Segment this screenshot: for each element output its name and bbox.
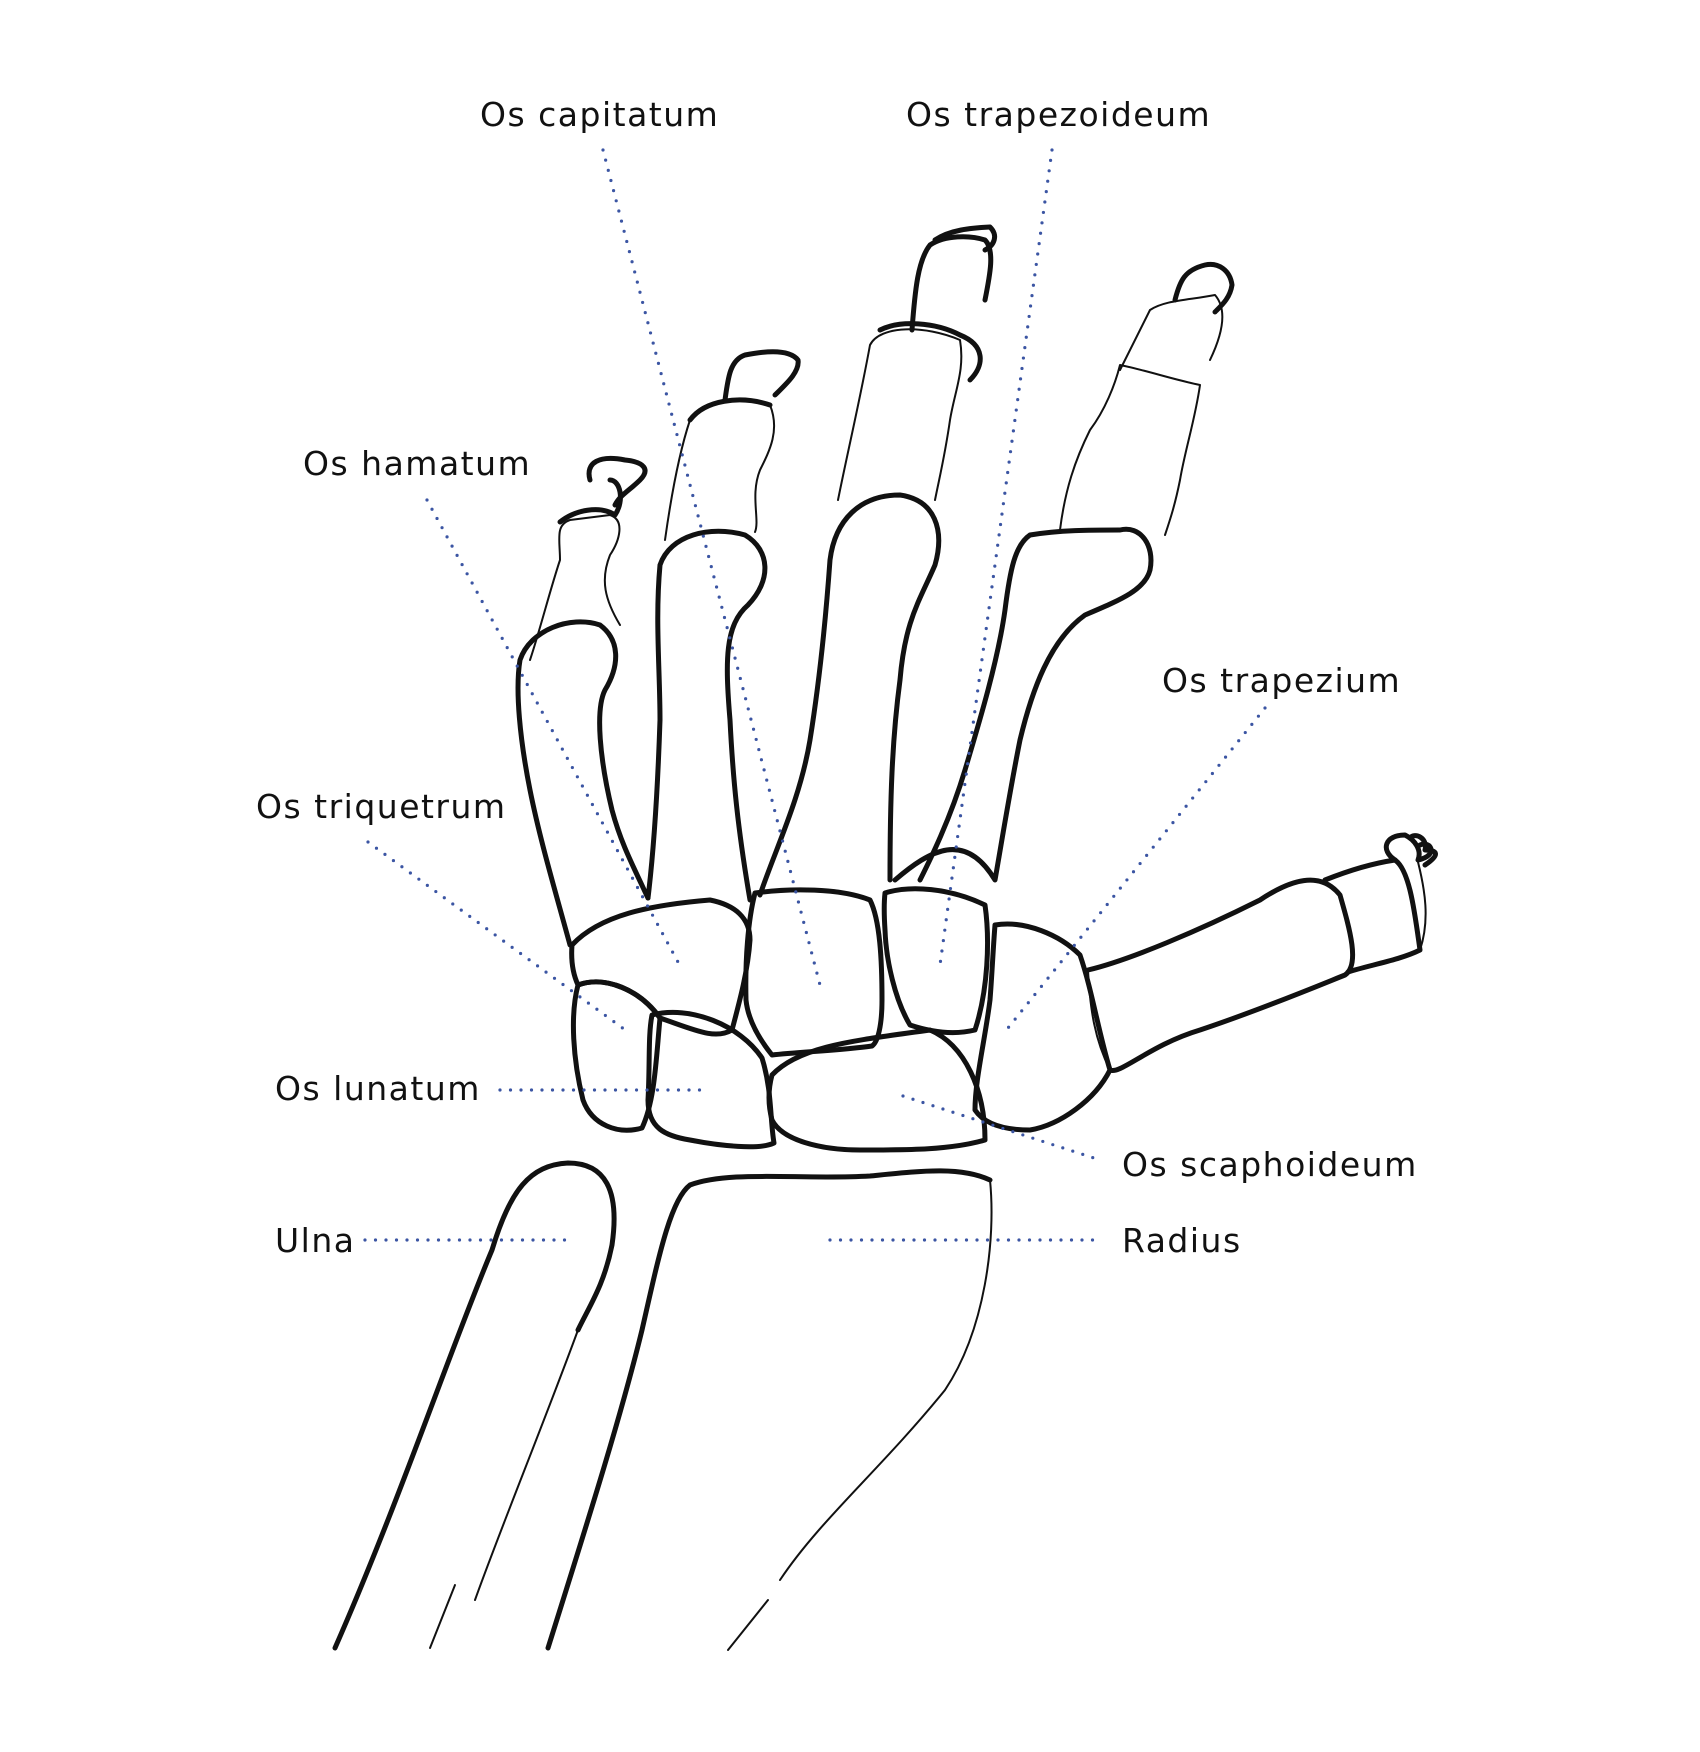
label-trapezium: Os trapezium xyxy=(1162,661,1401,700)
label-scaphoideum: Os scaphoideum xyxy=(1122,1145,1418,1184)
label-trapezoideum: Os trapezoideum xyxy=(906,95,1211,134)
thumb-bones xyxy=(1085,832,1438,1074)
hamatum-bone xyxy=(569,897,753,1037)
hand-bones xyxy=(332,224,1438,1651)
capitatum-bone xyxy=(743,887,885,1058)
scaphoideum-bone xyxy=(766,1027,988,1153)
ulna-bone xyxy=(332,1160,617,1651)
index-finger-bones xyxy=(892,261,1235,883)
label-radius: Radius xyxy=(1122,1221,1242,1260)
leader-capitatum xyxy=(601,148,822,987)
leader-scaphoideum xyxy=(901,1094,1102,1162)
label-capitatum: Os capitatum xyxy=(480,95,719,134)
label-lunatum: Os lunatum xyxy=(275,1069,481,1108)
middle-finger-bones xyxy=(757,224,998,898)
leader-trapezoideum xyxy=(938,148,1054,967)
leader-hamatum xyxy=(425,498,680,964)
labels: Os capitatum Os trapezoideum Os hamatum … xyxy=(256,95,1418,1260)
trapezoideum-bone xyxy=(881,886,991,1035)
radius-bone xyxy=(545,1168,993,1651)
leader-triquetrum xyxy=(366,840,630,1034)
leader-trapezium xyxy=(1006,706,1267,1030)
trapezium-bone xyxy=(972,921,1113,1133)
ring-finger-bones xyxy=(645,349,801,903)
label-ulna: Ulna xyxy=(275,1221,355,1260)
label-hamatum: Os hamatum xyxy=(303,444,531,483)
label-triquetrum: Os triquetrum xyxy=(256,787,507,826)
little-finger-bones xyxy=(515,455,651,948)
lunatum-bone xyxy=(645,1009,777,1150)
leader-lines xyxy=(363,148,1267,1242)
